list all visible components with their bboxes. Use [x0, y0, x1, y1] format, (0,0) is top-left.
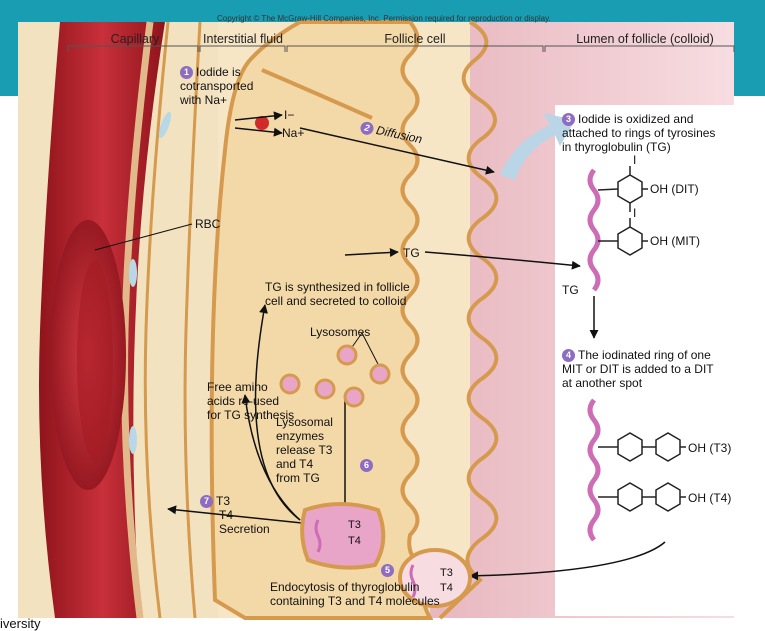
step3-badge: 3 — [562, 113, 575, 127]
header-interstitial: Interstitial fluid — [203, 32, 283, 46]
endocytic-vesicle — [398, 548, 472, 608]
header-follicle-cell: Follicle cell — [384, 32, 446, 46]
step5-badge: 5 — [381, 564, 394, 578]
endosome-t3: T3 — [348, 519, 361, 531]
step7-badge: 7 — [200, 495, 213, 509]
step1-badge: 1 — [180, 66, 193, 80]
iodide-label: I− — [284, 108, 295, 122]
oxidation-arrow — [500, 113, 575, 180]
vesicle-t3: T3 — [440, 567, 453, 579]
cut-off-text: iversity — [0, 616, 41, 631]
endosome-t4: T4 — [348, 535, 361, 547]
copyright-notice: Copyright © The McGraw-Hill Companies, I… — [217, 14, 551, 23]
rbc-label: RBC — [195, 217, 221, 231]
sodium-label: Na+ — [282, 126, 305, 140]
header-capillary: Capillary — [110, 32, 160, 46]
lysosomes-label: Lysosomes — [310, 325, 371, 339]
step2-badge: 2 — [359, 120, 375, 137]
vesicle-t4: T4 — [440, 582, 453, 594]
dit-label: OH (DIT) — [650, 182, 699, 196]
tg-end-label: TG — [562, 283, 579, 297]
apical-membrane — [438, 20, 499, 620]
mit-label: OH (MIT) — [650, 234, 700, 248]
tg-label: TG — [403, 246, 420, 260]
header-lumen: Lumen of follicle (colloid) — [576, 32, 714, 46]
step5-badge-wrap: 5 — [381, 563, 397, 578]
iodine-label-2: I — [633, 206, 637, 220]
iodine-label-1: I — [633, 153, 637, 167]
t4-label: OH (T4) — [688, 491, 732, 505]
t3-label: OH (T3) — [688, 441, 732, 455]
step-panel — [555, 105, 734, 616]
endosome — [300, 502, 386, 570]
step4-badge: 4 — [562, 349, 575, 363]
step6-badge-wrap: 6 — [360, 458, 376, 473]
step6-badge: 6 — [360, 459, 373, 473]
